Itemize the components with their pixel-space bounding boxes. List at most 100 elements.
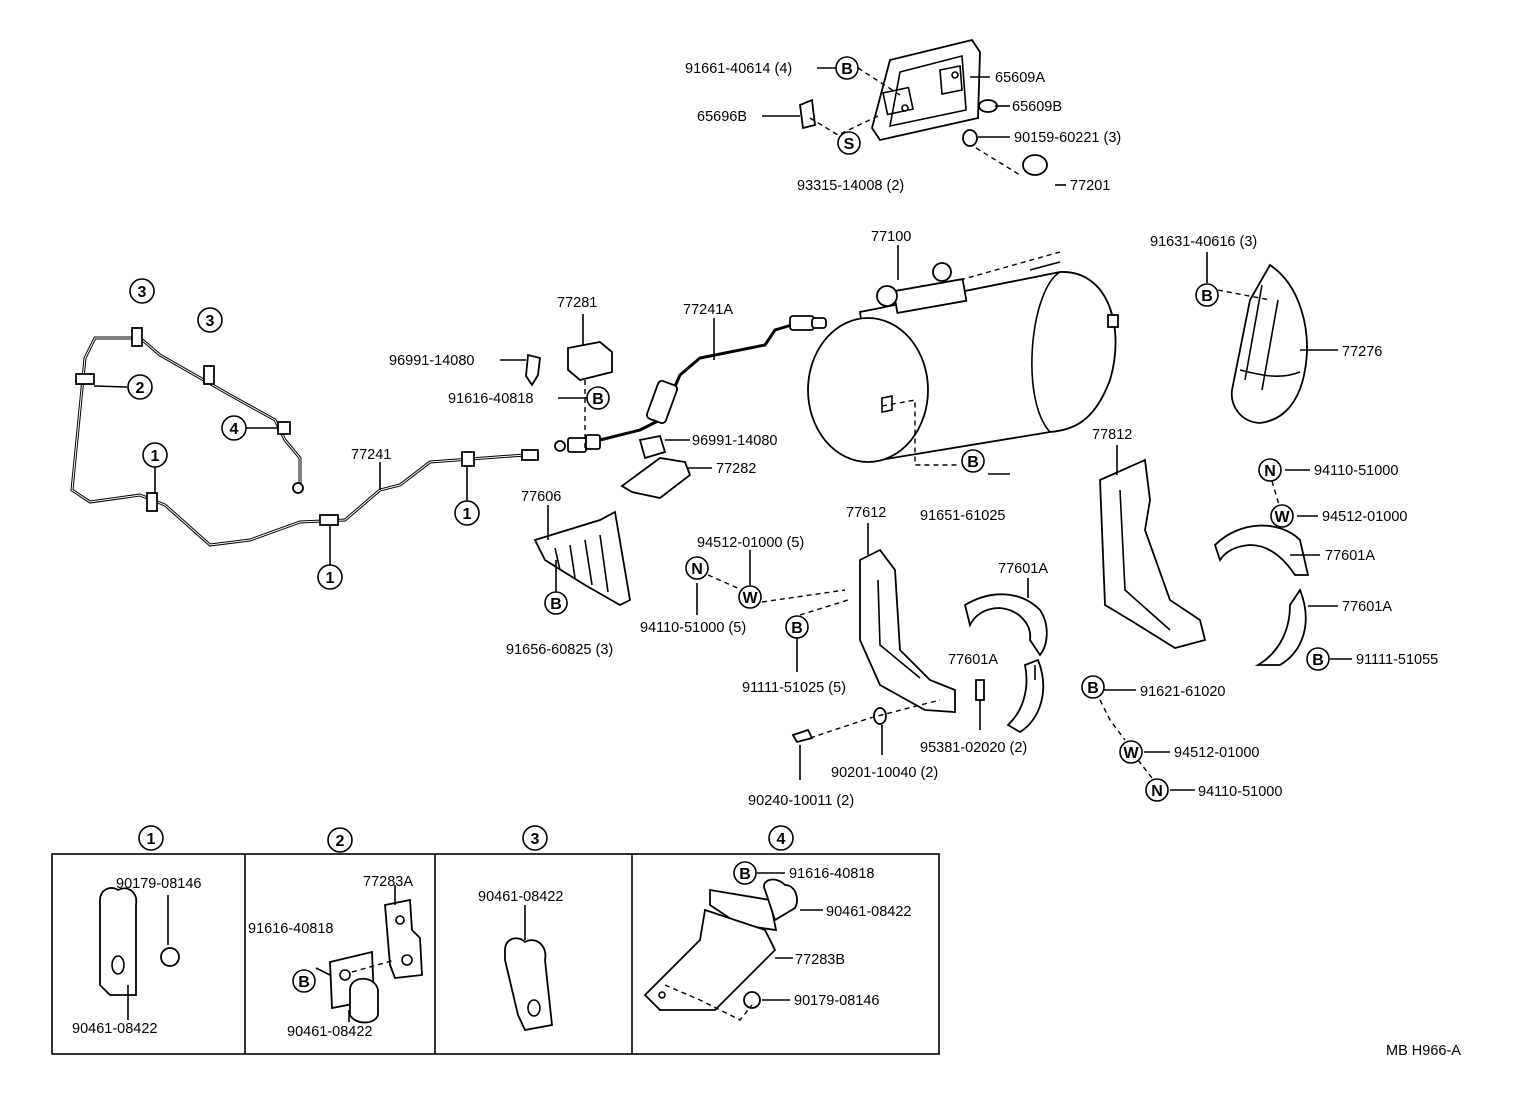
label-91651-61025: 91651-61025 [920, 508, 1005, 524]
svg-text:W: W [1123, 745, 1139, 762]
svg-text:1: 1 [326, 570, 335, 587]
detail-1-clamp: 90179-08146 90461-08422 [72, 876, 201, 1037]
fuel-tank [807, 262, 1119, 466]
ref-3-symbol: 3 [197, 307, 223, 333]
svg-text:N: N [1264, 463, 1276, 480]
bolt-symbol: B [1306, 647, 1330, 671]
label-77812: 77812 [1092, 427, 1132, 443]
label-96991-14080-a: 96991-14080 [389, 353, 474, 369]
label-77612: 77612 [846, 505, 886, 521]
label-91111-51025: 91111-51025 (5) [742, 680, 846, 696]
bolt-symbol: B [1195, 283, 1219, 307]
label-77601a-1: 77601A [998, 561, 1048, 577]
label-94110-51000-c: 94110-51000 [1198, 784, 1282, 800]
bolt-symbol: B [835, 56, 859, 80]
svg-text:3: 3 [138, 284, 147, 301]
detail-1-symbol: 1 [138, 825, 164, 851]
label-77201: 77201 [1070, 178, 1110, 194]
label-65696b: 65696B [697, 109, 747, 125]
d4-label-90179: 90179-08146 [794, 993, 879, 1009]
svg-text:2: 2 [336, 833, 345, 850]
diagram-code: MB H966-A [1386, 1043, 1461, 1059]
pipe-brackets [525, 341, 692, 499]
filler-hose [1022, 154, 1085, 271]
fuel-pipe-rear [554, 315, 827, 453]
svg-text:1: 1 [147, 831, 156, 848]
label-77601a-4: 77601A [948, 652, 998, 668]
d2-label-77283a: 77283A [363, 874, 413, 890]
bolt-symbol: B [961, 449, 985, 473]
nut-symbol: N [1145, 778, 1169, 802]
circled-symbols: B S B B B N W N W B B B B W N 3 3 2 4 1 … [93, 56, 1330, 802]
label-93315-14008: 93315-14008 (2) [797, 178, 904, 194]
svg-text:N: N [1151, 783, 1163, 800]
ref-4-symbol: 4 [221, 415, 247, 441]
svg-text:2: 2 [136, 380, 145, 397]
detail-4-bracket: B 91616-40818 90461-08422 77283B 90179-0… [643, 861, 911, 1021]
bolt-symbol: B [1081, 675, 1105, 699]
d3-label-90461: 90461-08422 [478, 889, 563, 905]
svg-text:3: 3 [206, 313, 215, 330]
label-77601a-3: 77601A [1342, 599, 1392, 615]
d1-label-90179: 90179-08146 [116, 876, 201, 892]
svg-text:W: W [742, 590, 758, 607]
svg-text:B: B [791, 620, 803, 637]
label-91111-51055: 91111-51055 [1356, 652, 1438, 668]
leader-lines [379, 67, 1352, 791]
ref-2-symbol: 2 [127, 374, 153, 400]
label-77282: 77282 [716, 461, 756, 477]
d4-label-77283b: 77283B [795, 952, 845, 968]
label-77601a-2: 77601A [1325, 548, 1375, 564]
svg-text:B: B [739, 866, 751, 883]
svg-text:W: W [1274, 509, 1290, 526]
svg-text:1: 1 [151, 448, 160, 465]
label-65609b: 65609B [1012, 99, 1062, 115]
nut-symbol: N [1258, 458, 1282, 482]
label-94512-01000-a: 94512-01000 [1322, 509, 1407, 525]
part-labels: 91661-40614 (4) 65609A 65696B 65609B 901… [351, 61, 1461, 1059]
label-91656-60825: 91656-60825 (3) [506, 642, 613, 658]
label-94512-01000-c: 94512-01000 [1174, 745, 1259, 761]
svg-text:B: B [1312, 652, 1324, 669]
d2-label-91616: 91616-40818 [248, 921, 333, 937]
washer-symbol: W [738, 585, 762, 609]
detail-3-clamp: 90461-08422 [478, 889, 563, 1032]
svg-text:B: B [1087, 680, 1099, 697]
ref-1-symbol: 1 [454, 500, 480, 526]
label-65609a: 65609A [995, 70, 1045, 86]
ref-1-symbol: 1 [142, 442, 168, 468]
label-90201-10040: 90201-10040 (2) [831, 765, 938, 781]
svg-text:4: 4 [230, 421, 239, 438]
heat-shield [1230, 263, 1308, 424]
detail-2-symbol: 2 [327, 827, 353, 853]
label-77276: 77276 [1342, 344, 1382, 360]
svg-text:1: 1 [463, 506, 472, 523]
label-94110-51000-a: 94110-51000 [1314, 463, 1398, 479]
ref-1-symbol: 1 [317, 564, 343, 590]
label-77606: 77606 [521, 489, 561, 505]
label-91661-40614: 91661-40614 (4) [685, 61, 792, 77]
svg-text:B: B [592, 391, 604, 408]
detail-panels: 1 2 3 4 90179-08146 90461-08422 B 77283A [51, 825, 940, 1055]
fuel-door-assembly [799, 38, 998, 147]
label-90240-10011: 90240-10011 (2) [748, 793, 854, 809]
label-94110-51000-5: 94110-51000 (5) [640, 620, 746, 636]
nut-symbol: N [685, 556, 709, 580]
d2-bolt-symbol: B [292, 969, 316, 993]
small-hardware [791, 707, 887, 744]
bolt-symbol: B [544, 591, 568, 615]
label-95381-02020: 95381-02020 (2) [920, 740, 1027, 756]
label-91631-40616: 91631-40616 (3) [1150, 234, 1257, 250]
label-90159-60221: 90159-60221 (3) [1014, 130, 1121, 146]
label-96991-14080-b: 96991-14080 [692, 433, 777, 449]
fuel-pipe-main [70, 327, 539, 547]
d1-label-90461: 90461-08422 [72, 1021, 157, 1037]
svg-text:3: 3 [531, 831, 540, 848]
label-91621-61020: 91621-61020 [1140, 684, 1225, 700]
svg-text:B: B [298, 974, 310, 991]
label-91616-40818-a: 91616-40818 [448, 391, 533, 407]
label-77281: 77281 [557, 295, 597, 311]
d4-label-91616: 91616-40818 [789, 866, 874, 882]
svg-text:S: S [844, 136, 855, 153]
